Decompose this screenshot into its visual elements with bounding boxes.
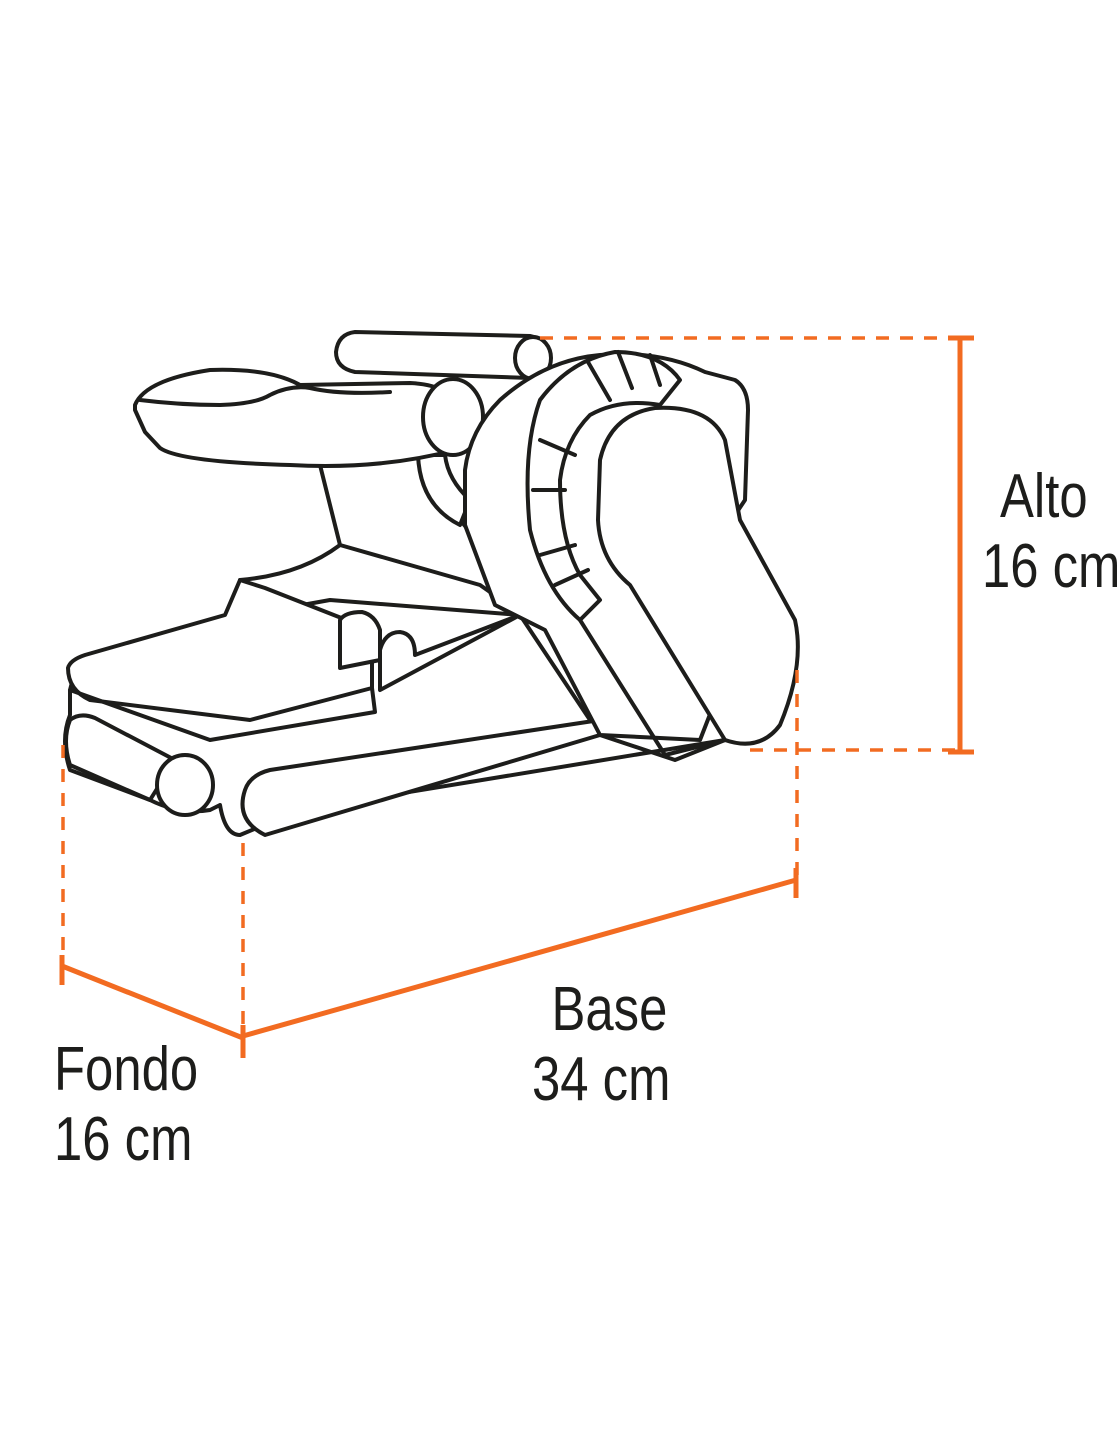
fondo-dimension-line: [61, 963, 244, 1041]
base-dimension-line: [242, 877, 797, 1039]
sander-base-plate: [66, 578, 374, 722]
fondo-label: Fondo 16 cm: [54, 1035, 198, 1175]
fondo-name: Fondo: [54, 1035, 199, 1104]
sander-joint: [416, 453, 472, 527]
sander-front-roller-end: [155, 753, 215, 817]
sander-clamp: [338, 610, 382, 670]
alto-name: Alto: [1000, 462, 1088, 531]
belt-sander-dimension-diagram: [59, 330, 974, 1058]
sander-clamp-hook: [378, 613, 522, 692]
fondo-value: 16 cm: [54, 1105, 193, 1174]
sander-handle-knob: [421, 377, 485, 457]
sander-front-handle: [133, 367, 457, 468]
sander-handle-grip: [138, 385, 392, 407]
sander-vent-slots: [531, 350, 662, 587]
alto-value: 16 cm: [981, 532, 1120, 601]
base-value: 34 cm: [532, 1045, 671, 1114]
sander-cover-inner: [578, 618, 727, 757]
sander-plate-edge: [68, 686, 377, 742]
dimension-alto: [540, 335, 974, 755]
sander-side-cover: [596, 405, 800, 746]
alto-label: Alto 16 cm: [982, 462, 1120, 602]
base-label: Base 34 cm: [532, 975, 670, 1115]
sander-body-edge: [238, 543, 342, 582]
dimension-fondo: [59, 745, 246, 1058]
dimension-base: [241, 670, 799, 1039]
belt-sander-illustration: [63, 330, 800, 837]
sander-vent-ring: [525, 350, 682, 622]
base-name: Base: [551, 975, 668, 1044]
